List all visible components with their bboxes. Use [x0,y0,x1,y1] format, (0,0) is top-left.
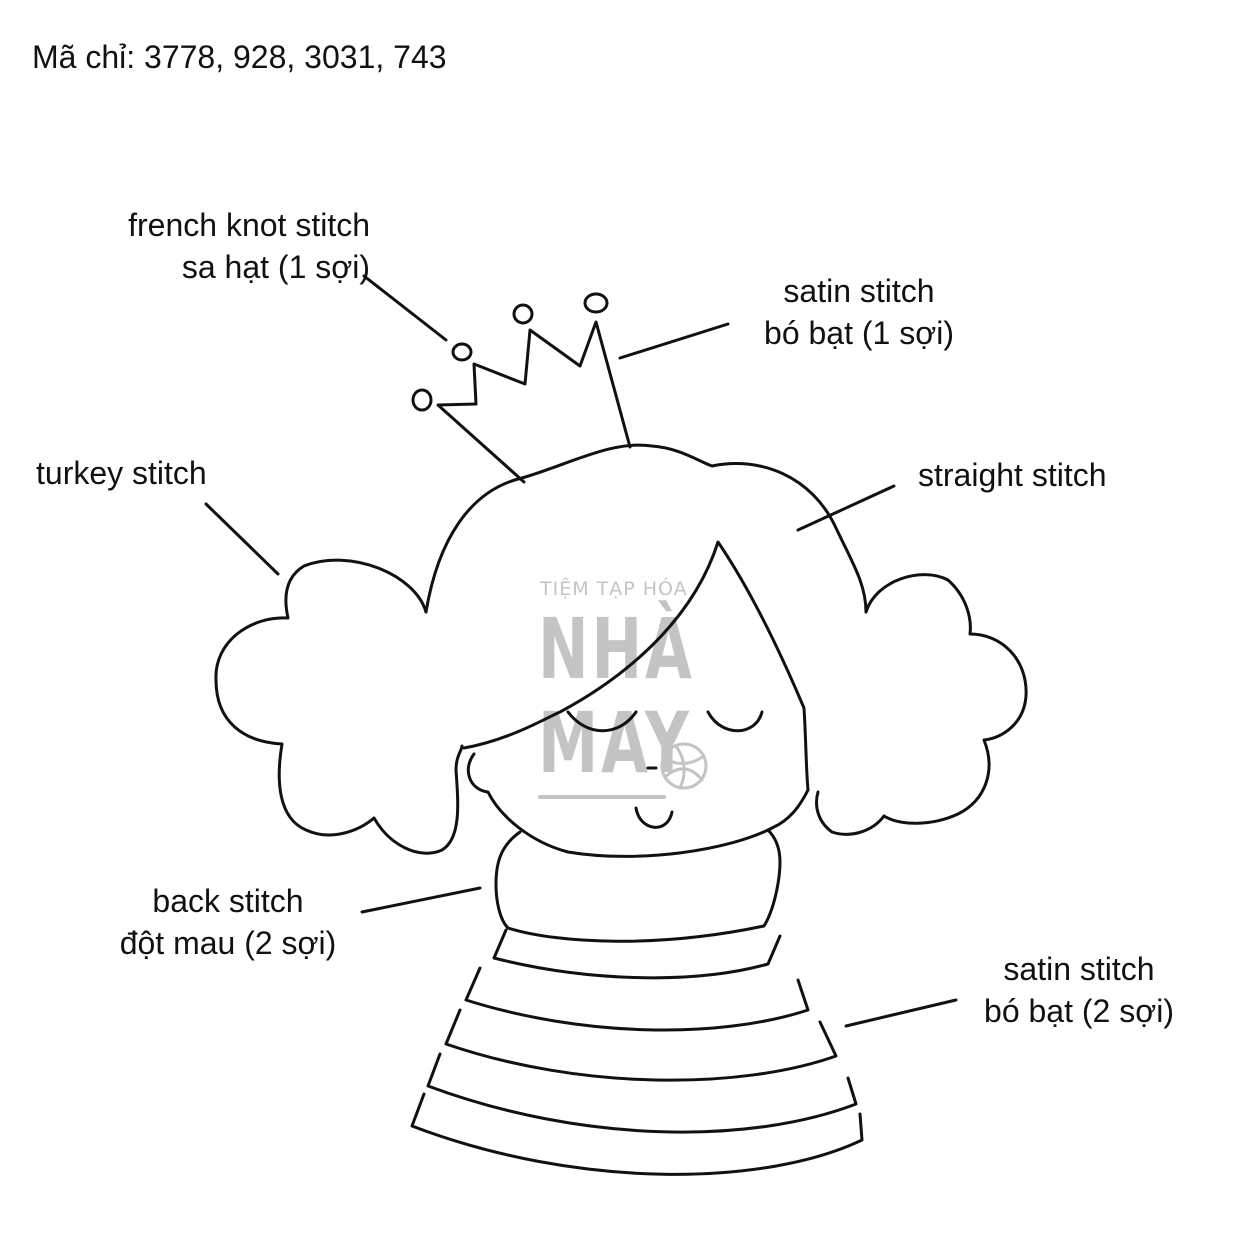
crown-knot-4 [411,388,433,412]
annotation-back-line2: đột mau (2 sợi) [119,925,337,961]
annotation-french-knot: french knot stitch sa hạt (1 sợi) [96,204,370,288]
annotation-straight-line1: straight stitch [918,457,1107,493]
dress-stripe-5 [410,1092,864,1176]
leader-back [360,886,482,914]
hair-right-puff [815,573,1028,836]
dress-stripe-3 [444,1008,838,1082]
crown-outline [436,320,632,484]
annotation-satin-dress-line2: bó bạt (2 sợi) [984,993,1174,1029]
annotation-satin-crown: satin stitch bó bạt (1 sợi) [746,270,972,354]
annotation-satin-dress: satin stitch bó bạt (2 sợi) [966,948,1192,1032]
leader-french-knot [362,274,448,342]
annotation-back: back stitch đột mau (2 sợi) [108,880,348,964]
dress-stripe-2 [464,966,810,1032]
annotation-french-knot-line2: sa hạt (1 sợi) [181,249,370,285]
leader-satin-dress [844,998,958,1028]
collar-outline [494,828,782,943]
bangs-outline [462,540,810,792]
face-outline [466,752,810,858]
annotation-satin-crown-line1: satin stitch [783,273,935,309]
hair-top-outline [424,443,868,614]
annotation-french-knot-line1: french knot stitch [128,207,370,243]
annotation-turkey-line1: turkey stitch [36,455,207,491]
leader-straight [796,484,896,532]
yarn-ball-icon [660,742,708,790]
leader-turkey [204,502,280,576]
annotation-satin-crown-line2: bó bạt (1 sợi) [764,315,954,351]
annotation-turkey: turkey stitch [36,452,207,494]
dress-stripe-1 [492,928,782,980]
eye-right [706,710,764,733]
eye-left [566,710,638,733]
annotation-back-line1: back stitch [152,883,304,919]
crown-knot-2 [512,303,534,325]
thread-codes-title: Mã chỉ: 3778, 928, 3031, 743 [32,39,447,75]
crown-knot-3 [583,292,609,314]
crown-knot-1 [451,342,473,362]
annotation-satin-dress-line1: satin stitch [1003,951,1155,987]
annotation-straight: straight stitch [918,454,1107,496]
watermark-line-2: NHÀ [538,600,695,698]
watermark-line-1: TIỆM TẠP HÓA [540,578,688,600]
hair-left-puff [214,558,464,855]
leader-satin-crown [618,322,730,360]
dress-stripe-4 [426,1052,858,1134]
mouth [634,806,674,829]
